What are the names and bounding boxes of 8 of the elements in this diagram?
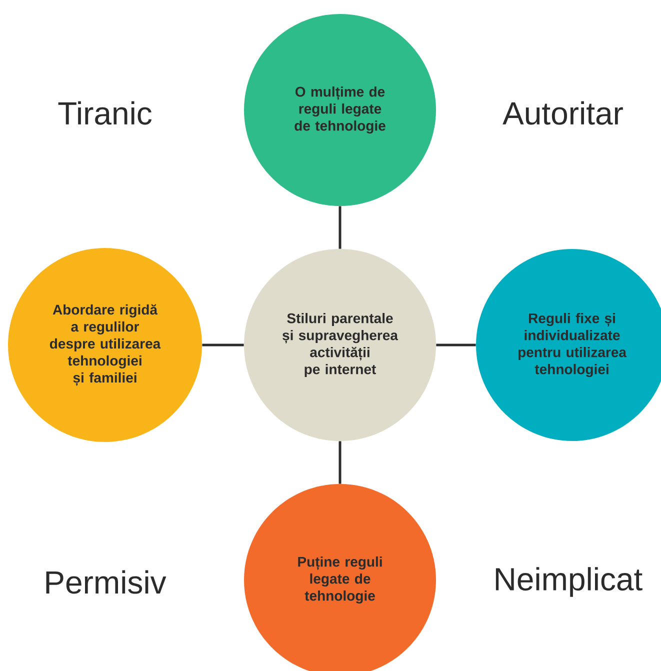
style-label: Autoritar — [502, 101, 623, 125]
connector-line — [202, 344, 244, 346]
connector-line — [436, 344, 476, 346]
style-label: Tiranic — [58, 101, 152, 125]
style-label: Permisiv — [46, 570, 166, 594]
style-label: Neimplicat — [496, 567, 642, 597]
connector-line — [338, 206, 342, 249]
connector-line — [338, 441, 342, 484]
